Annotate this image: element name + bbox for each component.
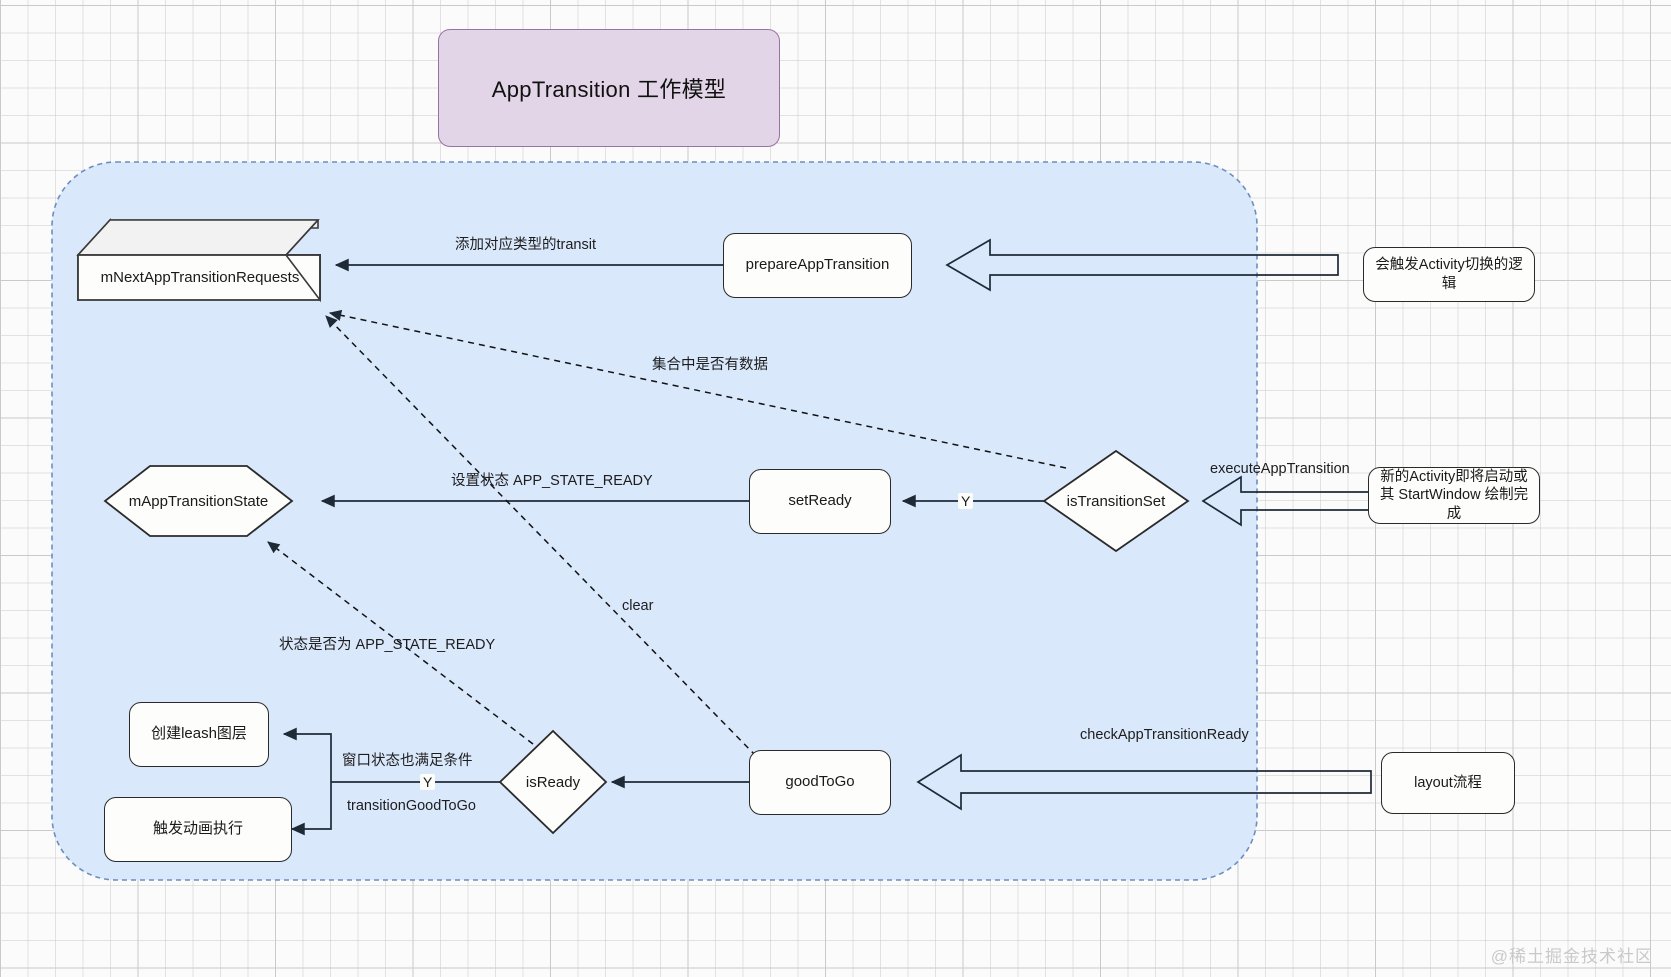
app-transition-container — [51, 161, 1258, 881]
app-transition-state-hexagon — [103, 465, 294, 537]
edge-label-yes-middle: Y — [958, 493, 974, 509]
block-arrow-trigger-activity — [945, 238, 1339, 292]
is-ready-diamond — [498, 729, 608, 835]
edge-goodtogo-dashed-clear-to-requests — [325, 315, 757, 757]
edge-branch-to-run-anim — [290, 782, 332, 836]
diagram-title: AppTransition 工作模型 — [438, 29, 780, 147]
node-new-activity[interactable]: 新的Activity即将启动或其 StartWindow 绘制完成 — [1368, 467, 1540, 524]
edge-label-execute-app-transition: executeAppTransition — [1210, 461, 1350, 477]
edge-label-state-is-ready: 状态是否为 APP_STATE_READY — [279, 637, 496, 653]
is-transition-set-diamond — [1042, 449, 1190, 553]
node-layout-flow[interactable]: layout流程 — [1381, 752, 1515, 814]
node-run-animation[interactable]: 触发动画执行 — [104, 797, 292, 862]
node-prepare-app-transition[interactable]: prepareAppTransition — [723, 233, 912, 298]
edge-label-yes-bottom: Y — [420, 774, 436, 790]
edge-label-window-cond: 窗口状态也满足条件 — [342, 753, 473, 769]
edge-label-has-data: 集合中是否有数据 — [652, 357, 768, 373]
watermark: @稀土掘金技术社区 — [1490, 947, 1653, 966]
edge-isready-dashed-to-state — [267, 541, 534, 745]
block-arrow-execute-app-transition — [1201, 475, 1375, 527]
node-set-ready[interactable]: setReady — [749, 469, 891, 534]
node-good-to-go[interactable]: goodToGo — [749, 750, 891, 815]
edge-label-transition-good-to-go: transitionGoodToGo — [347, 798, 476, 814]
edge-label-set-state-ready: 设置状态 APP_STATE_READY — [451, 473, 653, 489]
node-trigger-activity[interactable]: 会触发Activity切换的逻辑 — [1363, 247, 1535, 302]
edge-label-clear: clear — [622, 598, 654, 614]
next-requests-cube — [76, 217, 321, 303]
edge-label-add-transit: 添加对应类型的transit — [455, 237, 596, 253]
edge-branch-to-create-leash — [282, 727, 332, 782]
node-create-leash[interactable]: 创建leash图层 — [129, 702, 269, 767]
edge-istransitionset-dashed-to-requests — [328, 309, 1067, 469]
block-arrow-layout-flow — [916, 753, 1372, 811]
edge-label-check-app-transition-ready: checkAppTransitionReady — [1080, 727, 1249, 743]
